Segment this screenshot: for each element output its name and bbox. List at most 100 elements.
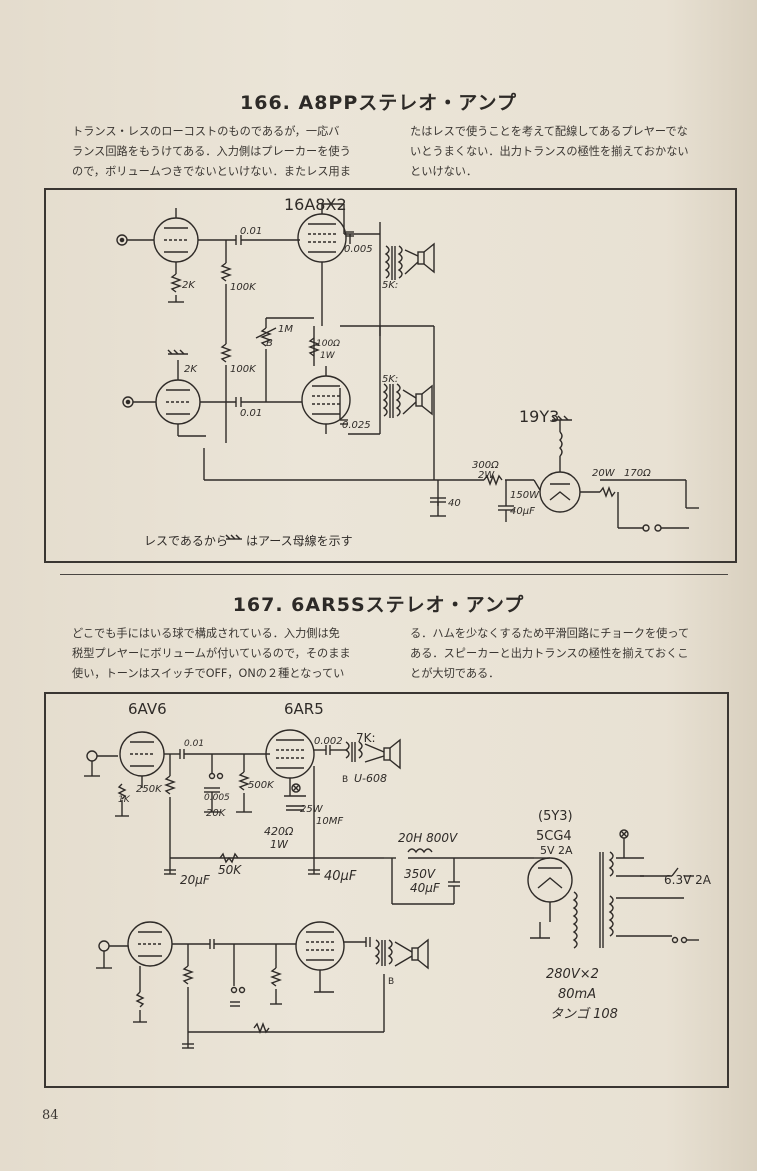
label-transformer-5k-a: 5K:: [382, 280, 398, 291]
label-r-20k: 20K: [206, 808, 227, 819]
text-line: トランス・レスのローコストのものであるが，一応バ: [72, 125, 340, 138]
label-transformer-7k: 7K:: [356, 731, 376, 745]
speaker-icon: [415, 384, 433, 416]
output-transformer-lower: [382, 383, 401, 418]
input-jack-icon: [86, 750, 98, 762]
label-c-40: 40: [448, 498, 461, 509]
text-line: る．ハムを少なくするため平滑回路にチョークを使って: [410, 627, 690, 640]
section-167-title: 167. 6AR5Sステレオ・アンプ: [232, 594, 525, 616]
label-r-2k-a: 2K: [182, 280, 196, 291]
label-transformer-5k-b: 5K:: [382, 374, 398, 385]
label-tube-5y3: (5Y3): [538, 809, 573, 824]
label-r-500k: 500K: [248, 780, 275, 791]
schematic-frame-166: [44, 188, 737, 563]
label-r-20w: 20W: [592, 468, 616, 479]
pentode-tube-lower: [295, 921, 345, 971]
output-transformer-upper: [344, 741, 363, 762]
section-divider: [60, 574, 728, 575]
label-tube-5cg4: 5CG4: [536, 829, 572, 844]
label-c-0005: 0.005: [204, 793, 230, 803]
pentode-tube-6ar5: [265, 729, 315, 779]
label-c-40uf: 40μF: [510, 506, 535, 517]
text-line: とが大切である．: [410, 667, 500, 680]
label-transformer-b: B: [342, 775, 348, 785]
label-u608: U-608: [354, 772, 387, 785]
label-c-0002: 0.002: [314, 736, 343, 747]
label-c-10mf: 10MF: [316, 816, 343, 827]
label-transformer-tango108: タンゴ 108: [550, 1006, 618, 1022]
output-transformer-lower: [374, 939, 393, 966]
label-c-20uf: 20μF: [180, 873, 211, 887]
label-heater-63v2a: 6.3V 2A: [664, 873, 712, 887]
label-tube-6ar5: 6AR5: [284, 700, 324, 718]
label-r-100ohm: 100Ω: [316, 339, 340, 349]
label-r-420ohm: 420Ω: [264, 825, 294, 838]
label-r-1w: 1W: [270, 838, 289, 851]
label-r-100k-a: 100K: [230, 282, 257, 293]
label-transformer-80ma: 80mA: [558, 987, 596, 1002]
pentode-tube-upper: [297, 213, 347, 263]
text-line: ので，ボリュームつきでないといけない．またレス用ま: [72, 165, 351, 178]
earth-bus-symbol: [225, 534, 242, 540]
label-r-1k: 1K: [118, 795, 131, 805]
label-c-0005: 0.005: [344, 244, 373, 255]
caption-part2: はアース母線を示す: [246, 533, 353, 548]
label-heater-5v2a: 5V 2A: [540, 844, 573, 857]
text-line: といけない．: [410, 165, 478, 178]
label-c-25w: 25W: [300, 804, 324, 815]
text-line: いとうまくない．出力トランスの極性を揃えておかない: [410, 145, 689, 158]
page-number: 84: [42, 1108, 59, 1123]
text-line: ある．スピーカーと出力トランスの極性を揃えておくこ: [410, 647, 689, 660]
text-line: ランス回路をもうけてある．入力側はプレーカーを使う: [72, 145, 351, 158]
schematic-166: 16A8X2 19Y3 0.01 0.01 0.005 0.025 100K 1…: [116, 195, 699, 548]
label-c-001: 0.01: [184, 739, 204, 749]
caption-part1: レスであるから: [144, 534, 228, 548]
label-r-1w: 1W: [320, 351, 336, 361]
label-r-300ohm: 300Ω: [472, 460, 499, 471]
label-c-150w: 150W: [510, 490, 540, 501]
label-r-2k-b: 2K: [184, 364, 198, 375]
section-166-title: 166. A8PPステレオ・アンプ: [240, 92, 517, 114]
label-c-0025: 0.025: [342, 420, 371, 431]
label-r-2w: 2W: [478, 470, 495, 481]
section-167-text-right: る．ハムを少なくするため平滑回路にチョークを使って ある．スピーカーと出力トラン…: [410, 624, 689, 684]
label-tube-16a8x2: 16A8X2: [284, 195, 347, 214]
label-r-170ohm: 170Ω: [624, 468, 651, 479]
power-transformer: [572, 851, 614, 949]
label-choke-20h: 20H 800V: [398, 831, 458, 845]
rectifier-tube-5cg4: [527, 857, 573, 903]
text-line: どこでも手にはいる球で構成されている．入力側は免: [72, 627, 340, 640]
label-tube-19y3: 19Y3: [519, 407, 559, 426]
label-vol-b: B: [266, 338, 273, 349]
triode-tube-upper: [153, 217, 199, 263]
schematic-frame-167: [44, 692, 729, 1088]
text-line: 税型プレヤーにボリュームが付いているので，そのまま: [72, 647, 351, 660]
output-transformer-upper: [384, 245, 403, 280]
label-vol-1m: 1M: [278, 324, 293, 335]
section-166-text-left: トランス・レスのローコストのものであるが，一応バ ランス回路をもうけてある．入力…: [72, 122, 351, 182]
section-166-text-right: たはレスで使うことを考えて配線してあるプレヤーでな いとうまくない．出力トランス…: [410, 122, 689, 182]
rectifier-tube: [539, 471, 581, 513]
triode-tube-lower: [155, 379, 201, 425]
label-v-350: 350V: [404, 867, 436, 881]
speaker-icon: [411, 938, 429, 970]
text-line: 使い，トーンはスイッチでOFF，ONの２種となってい: [72, 667, 345, 680]
speaker-icon: [383, 738, 401, 770]
label-c-40uf: 40μF: [324, 869, 357, 884]
pentode-tube-lower: [301, 375, 351, 425]
label-transformer-b-lower: B: [388, 977, 394, 987]
section-167-text-left: どこでも手にはいる球で構成されている．入力側は免 税型プレヤーにボリュームが付い…: [72, 624, 351, 684]
input-jack-icon: [98, 940, 110, 952]
label-c-001a: 0.01: [240, 226, 262, 237]
label-c-001b: 0.01: [240, 408, 262, 419]
speaker-icon: [417, 242, 435, 274]
label-transformer-280v: 280V×2: [546, 967, 599, 982]
label-r-100k-b: 100K: [230, 364, 257, 375]
label-tube-6av6: 6AV6: [128, 700, 167, 718]
triode-tube-lower: [127, 921, 173, 967]
label-r-250k: 250K: [136, 784, 163, 795]
schematic-167: 6AV6 6AR5 0.01 0.002 7K: B U-608 250K 1K…: [84, 700, 712, 1049]
triode-tube-6av6: [119, 731, 165, 777]
label-r-50k: 50K: [218, 863, 242, 877]
